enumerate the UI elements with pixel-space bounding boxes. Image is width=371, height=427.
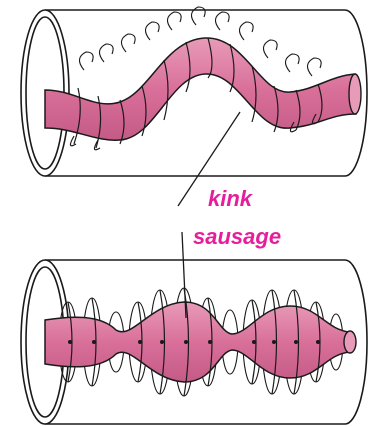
sausage-label: sausage bbox=[193, 226, 281, 248]
sausage-panel bbox=[21, 260, 367, 424]
kink-tube-end bbox=[349, 74, 361, 114]
sausage-tube-end bbox=[344, 331, 356, 353]
kink-panel bbox=[21, 7, 367, 176]
kink-label: kink bbox=[208, 188, 252, 210]
sausage-flux-tube bbox=[45, 302, 350, 382]
